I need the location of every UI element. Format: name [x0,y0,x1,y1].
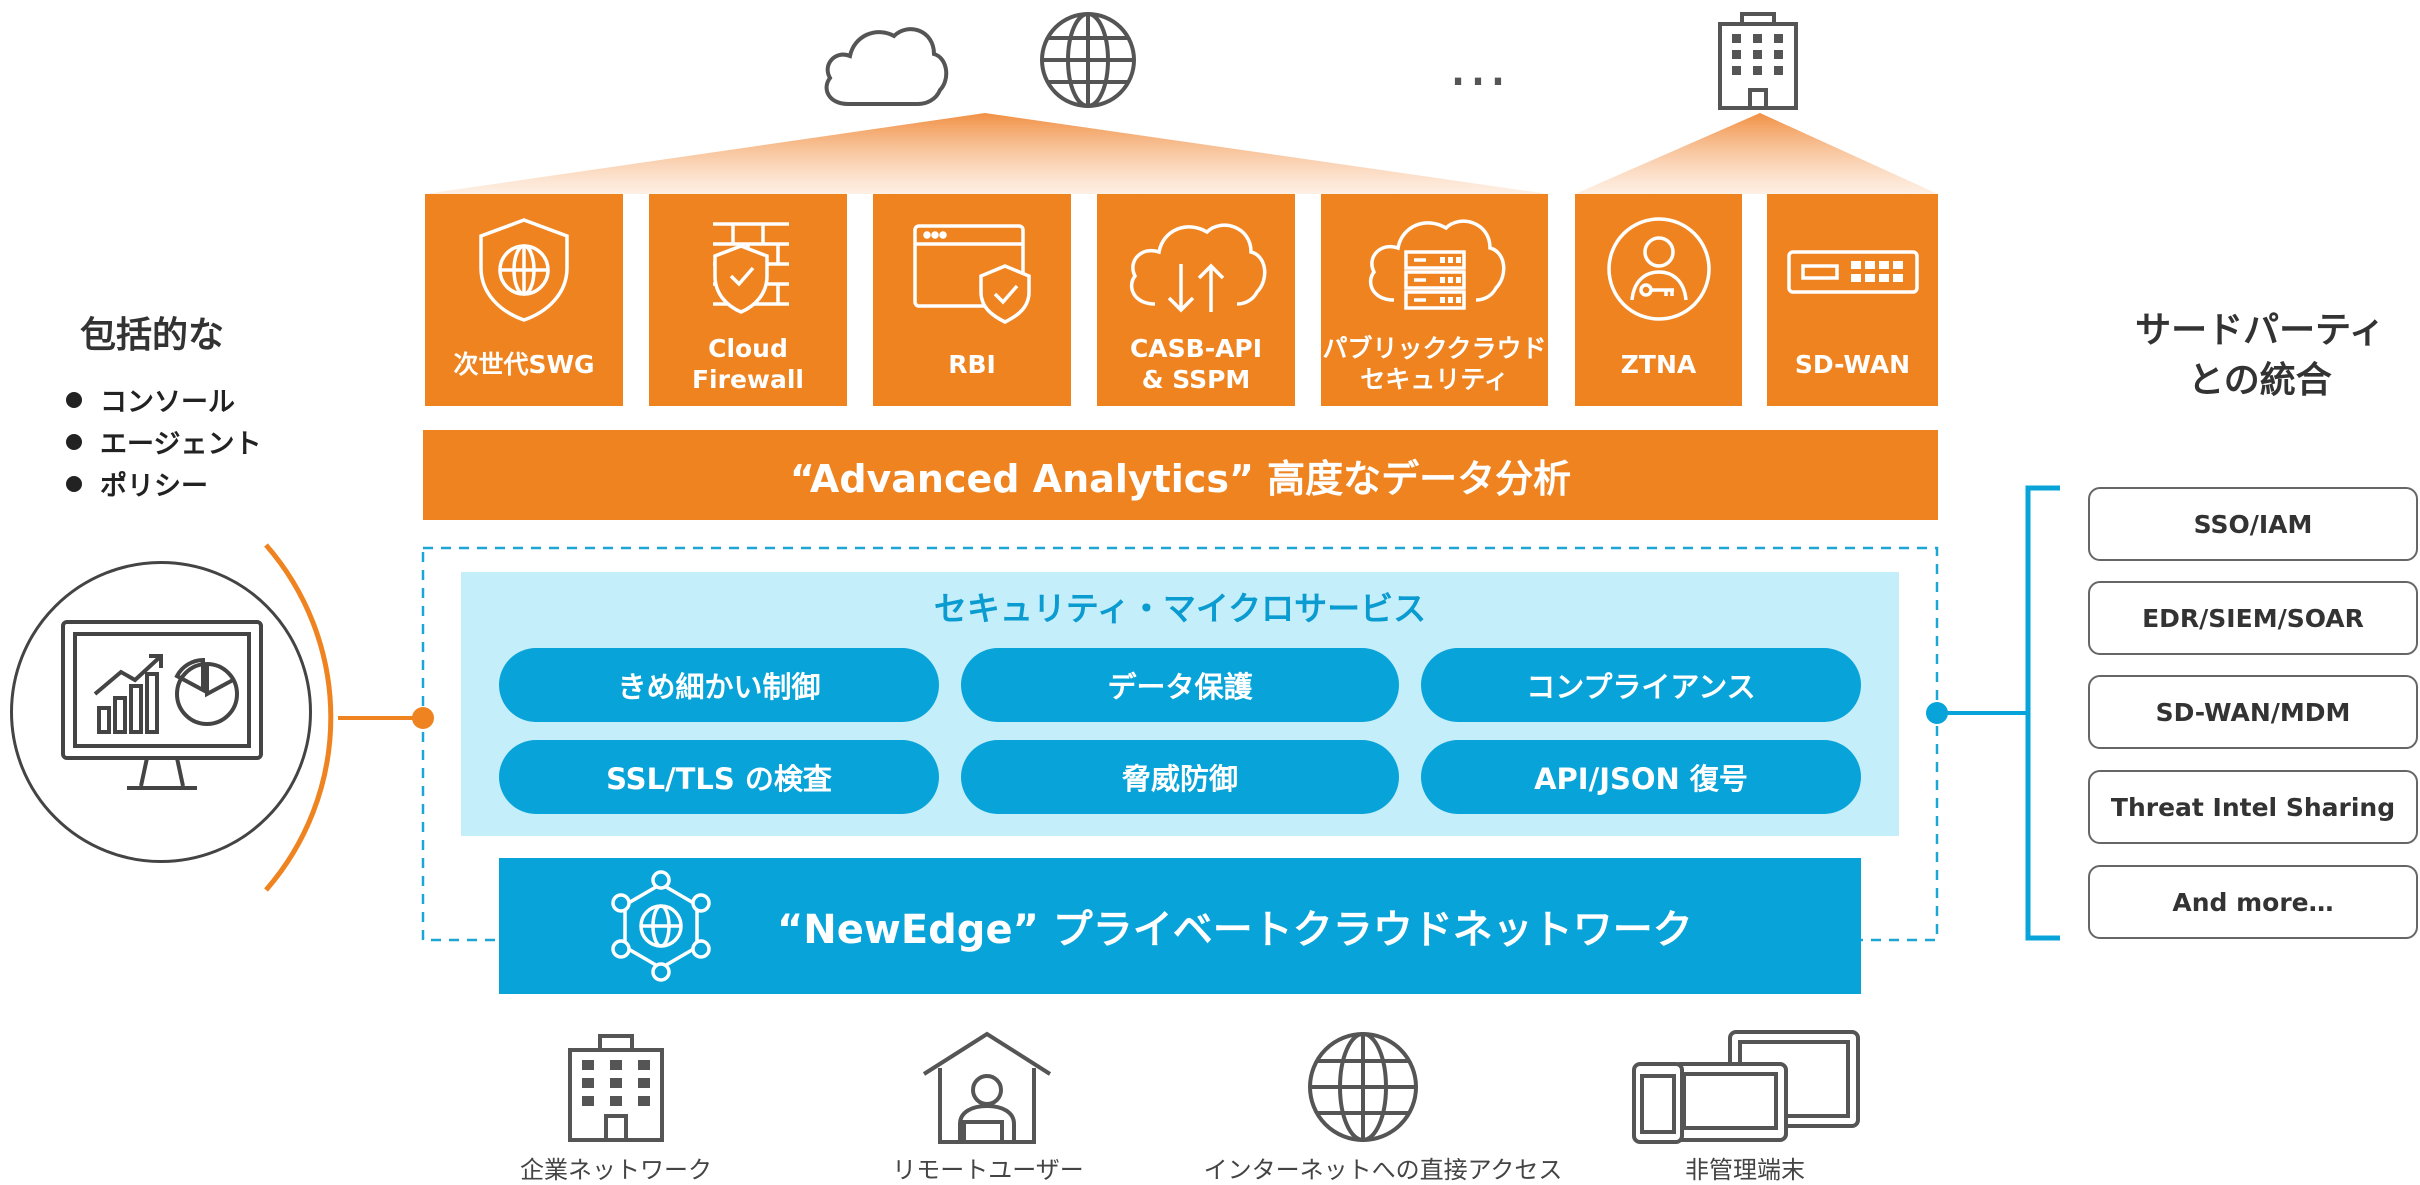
newedge-bar: “NewEdge” プライベートクラウドネットワーク [499,858,1861,994]
card-sdwan: SD-WAN [1767,194,1938,406]
fan-left [425,113,1548,194]
card-swg: 次世代SWG [425,194,623,406]
right-title: サードパーティ との統合 [2135,310,2385,401]
caption-corporate-network: 企業ネットワーク [520,1156,712,1184]
microservices-title: セキュリティ・マイクロサービス [933,589,1427,628]
integration-threat-intel: Threat Intel Sharing [2088,770,2418,844]
pill-api-json: API/JSON 復号 [1421,740,1861,814]
right-bracket [2025,485,2060,941]
globe-icon [1038,10,1138,114]
card-rbi: RBI [873,194,1071,406]
card-label: SD-WAN [1794,349,1911,379]
card-label: RBI [948,349,996,379]
left-item-console: コンソール [66,380,235,419]
card-label: CASB-API & SSPM [1129,334,1263,394]
cloud-sync-icon [1129,223,1267,313]
integration-sdwan-mdm: SD-WAN/MDM [2088,675,2418,749]
pill-compliance: コンプライアンス [1421,648,1861,722]
home-user-icon [920,1028,1054,1148]
integration-sso-iam: SSO/IAM [2088,487,2418,561]
right-connector-dot [1926,702,1948,724]
monitor-circle [10,561,312,863]
internet-globe-icon [1306,1030,1420,1148]
pill-data-protection: データ保護 [961,648,1399,722]
integration-and-more: And more… [2088,865,2418,939]
left-arc [264,543,334,892]
left-item-agent: エージェント [66,422,261,461]
left-title: 包括的な [80,315,225,356]
shield-globe-icon [479,218,569,322]
left-connector-dot [412,707,434,729]
card-label: 次世代SWG [453,349,595,379]
advanced-analytics-bar: “Advanced Analytics” 高度なデータ分析 [423,430,1938,520]
firewall-shield-icon [713,222,789,314]
cloud-icon [818,14,952,114]
caption-direct-internet: インターネットへの直接アクセス [1203,1156,1563,1184]
user-key-icon [1606,217,1711,321]
ellipsis: … [1448,30,1512,100]
newedge-label: “NewEdge” プライベートクラウドネットワーク [777,907,1693,953]
office-building-icon [564,1030,668,1146]
building-icon [1712,10,1804,114]
monitor-chart-icon [61,620,263,790]
card-ztna: ZTNA [1575,194,1742,406]
card-label: パブリッククラウド セキュリティ [1322,334,1547,394]
network-appliance-icon [1786,250,1919,294]
card-casb: CASB-API & SSPM [1097,194,1295,406]
caption-unmanaged-devices: 非管理端末 [1685,1156,1805,1184]
caption-remote-users: リモートユーザー [892,1156,1084,1184]
dashed-frame [421,546,1939,942]
card-cloud-firewall: Cloud Firewall [649,194,847,406]
integration-edr-siem-soar: EDR/SIEM/SOAR [2088,581,2418,655]
pill-fine-control: きめ細かい制御 [499,648,939,722]
cloud-server-icon [1368,219,1505,310]
card-label: ZTNA [1620,349,1697,379]
unmanaged-devices-icon [1628,1028,1864,1150]
left-item-policy: ポリシー [66,464,208,503]
network-hub-icon [603,868,719,988]
card-public-cloud: パブリッククラウド セキュリティ [1321,194,1548,406]
browser-shield-icon [913,224,1031,324]
pill-threat-protection: 脅威防御 [961,740,1399,814]
fan-right [1575,113,1938,194]
card-label: Cloud Firewall [691,334,805,394]
pill-ssl-inspection: SSL/TLS の検査 [499,740,939,814]
